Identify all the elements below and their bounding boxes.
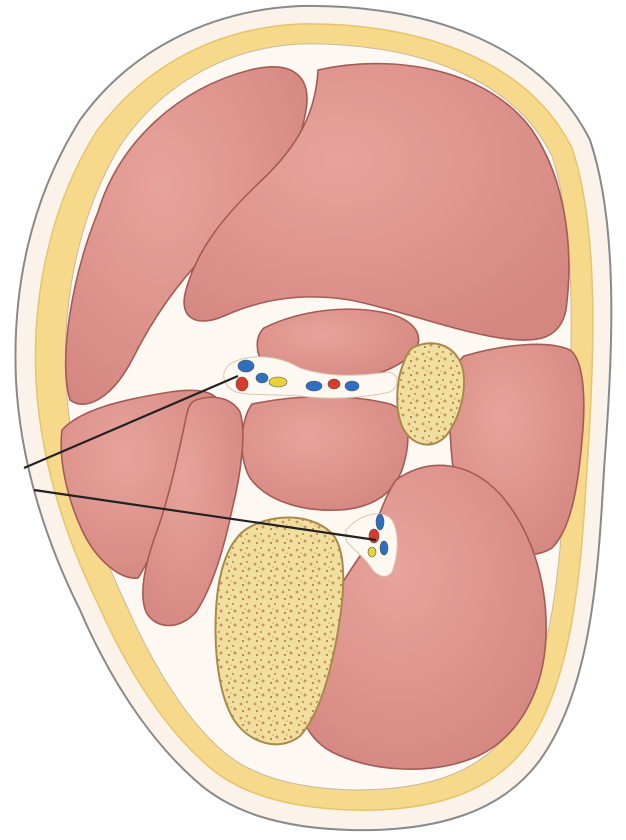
nerve-vessel xyxy=(368,547,376,557)
vein-vessel xyxy=(238,360,254,372)
vein-vessel xyxy=(256,373,268,383)
nerve-vessel xyxy=(269,377,287,387)
vein-vessel xyxy=(306,381,322,391)
vein-vessel xyxy=(345,381,359,391)
artery-vessel xyxy=(369,529,379,543)
artery-vessel xyxy=(236,377,248,391)
vein-vessel xyxy=(380,541,388,555)
muscle-central xyxy=(242,397,408,511)
vein-vessel xyxy=(376,514,384,530)
artery-vessel xyxy=(328,379,340,389)
